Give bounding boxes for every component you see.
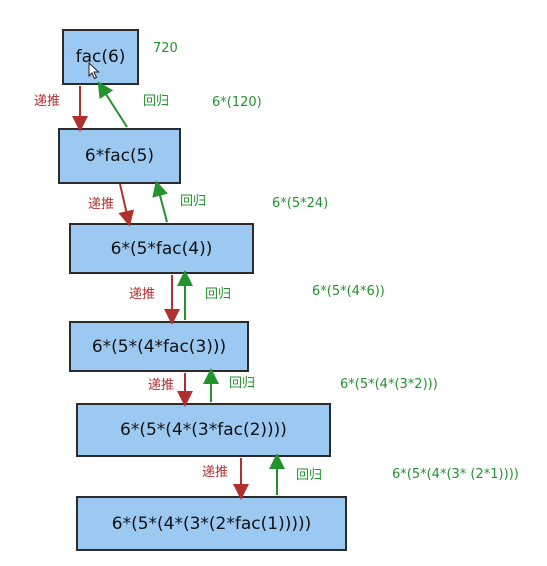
return-value-4: 6*(5*(4*(3*2))): [340, 377, 438, 392]
push-label-2: 递推: [88, 197, 115, 212]
pop-label-5: 回归: [296, 468, 323, 483]
call-box-level-3: 6*(5*(4*fac(3))): [69, 321, 249, 372]
pop-label-4: 回归: [229, 376, 256, 391]
pop-label-1: 回归: [143, 94, 170, 109]
call-box-level-2: 6*(5*fac(4)): [69, 223, 254, 274]
push-arrow-2: [118, 183, 135, 227]
call-box-level-1: 6*fac(5): [58, 128, 181, 184]
call-box-fac6: fac(6): [62, 29, 139, 85]
pop-label-3: 回归: [205, 287, 232, 302]
pop-arrow-1: [97, 81, 128, 128]
return-value-0: 720: [153, 41, 178, 56]
mouse-cursor-icon: [88, 62, 100, 80]
return-value-1: 6*(120): [212, 95, 262, 110]
call-box-level-4: 6*(5*(4*(3*fac(2)))): [76, 403, 331, 457]
call-box-level-5: 6*(5*(4*(3*(2*fac(1))))): [76, 496, 347, 551]
pop-label-2: 回归: [180, 194, 207, 209]
return-value-3: 6*(5*(4*6)): [312, 284, 385, 299]
push-label-1: 递推: [34, 94, 61, 109]
push-label-4: 递推: [148, 378, 175, 393]
push-label-5: 递推: [202, 465, 229, 480]
push-label-3: 递推: [129, 287, 156, 302]
pop-arrow-2: [152, 180, 168, 223]
return-value-2: 6*(5*24): [272, 196, 329, 211]
return-value-5: 6*(5*(4*(3* (2*1)))): [392, 467, 519, 482]
